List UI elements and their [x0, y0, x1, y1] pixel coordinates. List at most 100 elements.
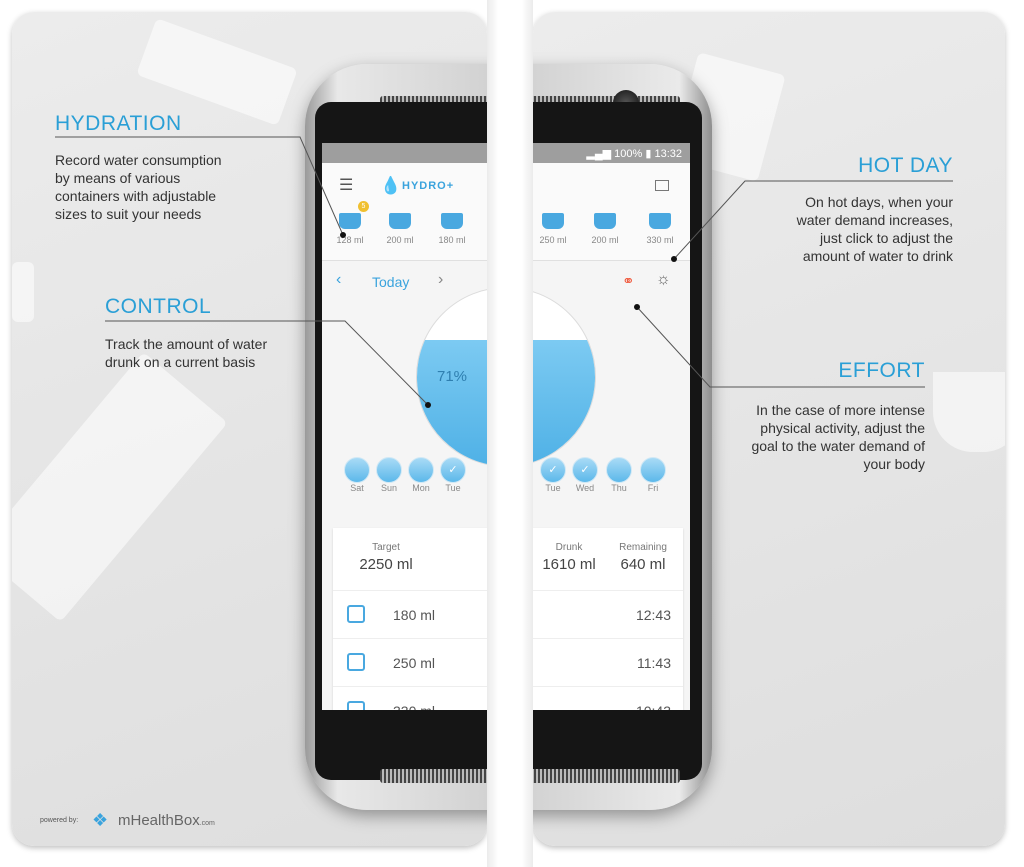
- date-label[interactable]: Today: [372, 274, 410, 290]
- day-sat[interactable]: Sat: [342, 457, 372, 493]
- brand-suffix: .com: [199, 820, 215, 827]
- decor-bowl: [933, 372, 1005, 452]
- control-desc: Track the amount of water drunk on a cur…: [105, 335, 267, 371]
- desc-line: Track the amount of water: [105, 336, 268, 352]
- day-label: Tue: [445, 483, 461, 493]
- stat-value: 1610 ml: [542, 556, 596, 573]
- container-label: 200 ml: [386, 235, 414, 245]
- export-icon[interactable]: [655, 180, 669, 191]
- container-label: 200 ml: [591, 235, 619, 245]
- effort-desc: In the case of more intense physical act…: [751, 401, 925, 473]
- log-time: 12:43: [635, 607, 671, 623]
- decor-glass: [136, 18, 298, 126]
- container-mug[interactable]: 200 ml: [375, 213, 425, 245]
- brand-name: mHealthBox.com: [118, 812, 215, 829]
- desc-line: In the case of more intense: [756, 402, 925, 418]
- day-label: Sun: [380, 483, 397, 493]
- container-bottle[interactable]: 250 ml: [528, 213, 578, 245]
- day-sun[interactable]: Sun: [374, 457, 404, 493]
- control-title: CONTROL: [105, 295, 212, 318]
- container-cup[interactable]: 128 ml: [325, 213, 375, 245]
- day-label: Mon: [412, 483, 430, 493]
- signal-icon: ▂▄▆: [586, 148, 615, 160]
- desc-line: containers with adjustable: [55, 188, 217, 204]
- day-thu[interactable]: Thu: [604, 457, 634, 493]
- log-amount: 250 ml: [393, 655, 436, 671]
- stat-value: 2250 ml: [359, 556, 413, 573]
- cup-icon: [339, 213, 361, 229]
- effort-dumbbell-icon[interactable]: ⚭: [622, 273, 635, 290]
- glass-icon: [594, 213, 616, 229]
- hydration-title: HYDRATION: [55, 112, 182, 135]
- bottle-icon: [347, 653, 365, 671]
- water-drop-logo-icon: 💧: [380, 176, 402, 195]
- day-progress-icon: [606, 457, 632, 483]
- decor-cup: [12, 262, 34, 322]
- bowl-icon: [347, 605, 365, 623]
- day-progress-icon: [408, 457, 434, 483]
- desc-line: by means of various: [55, 170, 181, 186]
- check-icon: ✓: [572, 457, 598, 483]
- prev-day-button[interactable]: ‹: [336, 271, 342, 288]
- powered-by-label: powered by:: [40, 817, 79, 824]
- container-bowl[interactable]: 180 ml: [427, 213, 477, 245]
- desc-line: water demand increases,: [796, 212, 953, 228]
- day-progress-icon: [376, 457, 402, 483]
- brand-text: mHealthBox: [118, 812, 200, 829]
- check-icon: ✓: [540, 457, 566, 483]
- day-label: Fri: [647, 483, 659, 493]
- desc-line: goal to the water demand of: [751, 438, 925, 454]
- desc-line: your body: [863, 456, 925, 472]
- mug-icon: [389, 213, 411, 229]
- can-icon: [347, 701, 365, 710]
- container-glass[interactable]: 200 ml: [580, 213, 630, 245]
- battery-level: 100%: [614, 148, 643, 160]
- container-label: 250 ml: [539, 235, 567, 245]
- stat-value: 640 ml: [620, 556, 666, 573]
- stat-drunk: Drunk 1610 ml: [535, 542, 603, 573]
- hot-day-sun-icon[interactable]: ☼: [656, 271, 671, 288]
- next-day-button[interactable]: ›: [438, 271, 444, 288]
- day-tue[interactable]: ✓Tue: [538, 457, 568, 493]
- stat-remaining: Remaining 640 ml: [607, 542, 679, 573]
- container-label: 180 ml: [438, 235, 466, 245]
- day-progress-icon: [640, 457, 666, 483]
- app-name: HYDRO+: [402, 180, 455, 192]
- stat-label: Remaining: [619, 542, 667, 553]
- day-label: Tue: [545, 483, 561, 493]
- decor-bottle: [12, 352, 228, 622]
- log-amount: 180 ml: [393, 607, 436, 623]
- day-mon[interactable]: Mon: [406, 457, 436, 493]
- container-label: 330 ml: [646, 235, 674, 245]
- hot-day-title: HOT DAY: [858, 154, 953, 177]
- log-amount: 330 ml: [393, 703, 435, 710]
- desc-line: sizes to suit your needs: [55, 206, 202, 222]
- day-fri[interactable]: Fri: [638, 457, 668, 493]
- day-label: Thu: [611, 483, 627, 493]
- day-tue[interactable]: ✓Tue: [438, 457, 468, 493]
- bowl-icon: [441, 213, 463, 229]
- panel-gap: [487, 0, 533, 867]
- log-time: 11:43: [637, 655, 671, 671]
- day-wed[interactable]: ✓Wed: [570, 457, 600, 493]
- stat-label: Target: [372, 542, 400, 553]
- gap-shadow: [487, 0, 533, 867]
- menu-icon[interactable]: ☰: [339, 177, 354, 194]
- container-label: 128 ml: [336, 235, 364, 245]
- battery-icon: ▮: [645, 148, 652, 160]
- log-time: 10:43: [636, 703, 671, 710]
- can-icon: [649, 213, 671, 229]
- container-can[interactable]: 330 ml: [635, 213, 685, 245]
- check-icon: ✓: [440, 457, 466, 483]
- bottom-speaker: [530, 769, 680, 783]
- progress-percent: 71%: [437, 368, 468, 385]
- stat-target: Target 2250 ml: [336, 542, 436, 573]
- desc-line: Record water consumption: [55, 152, 222, 168]
- stat-label: Drunk: [555, 542, 583, 553]
- desc-line: just click to adjust the: [819, 230, 953, 246]
- hot-day-desc: On hot days, when your water demand incr…: [797, 193, 953, 265]
- desc-line: On hot days, when your: [805, 194, 953, 210]
- day-label: Sat: [350, 483, 364, 493]
- count-badge: 5: [358, 201, 369, 212]
